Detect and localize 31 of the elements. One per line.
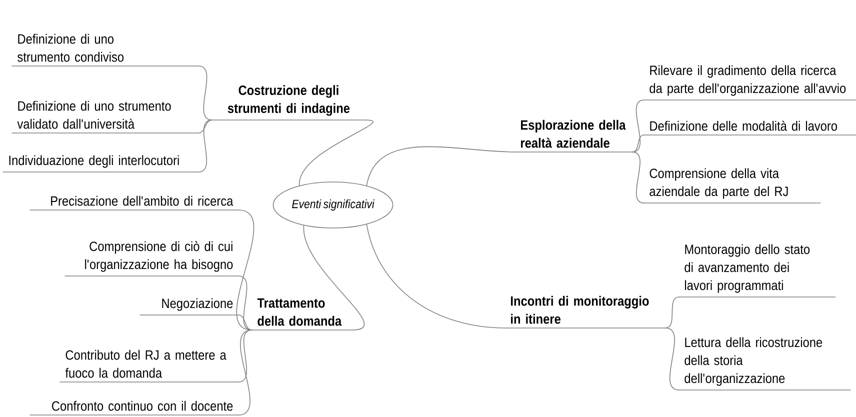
subtopic-text: Contributo del RJ a mettere a fuoco la domanda bbox=[60, 350, 239, 382]
connector-line bbox=[238, 276, 252, 330]
subtopic-text: Definizione delle modalità di lavoro bbox=[644, 120, 856, 136]
branch-topic: Esplorazione della realtà aziendale bbox=[514, 120, 633, 152]
branch-topic: Costruzione degli strumenti di indagine bbox=[212, 85, 366, 120]
subtopic-text: Comprensione della vita aziendale da parte del RJ bbox=[644, 168, 821, 204]
subtopic-text: Precisazione dell'ambito di ricerca bbox=[30, 196, 239, 210]
connector-line bbox=[198, 120, 212, 134]
connector-line bbox=[665, 296, 680, 328]
subtopic-text: Lettura della ricostruzione della storia dell'organizzazione bbox=[678, 337, 851, 390]
connector-line bbox=[238, 314, 252, 330]
branch-topic: Incontri di monitoraggio in itinere bbox=[504, 296, 666, 328]
subtopic-text: Montoraggio dello stato di avanzamento dei lavori programmati bbox=[678, 244, 836, 298]
subtopic-text: Comprensione di ciò di cui l'organizzazione ha bisogno bbox=[64, 241, 239, 276]
connector-line bbox=[632, 134, 644, 152]
connector-line bbox=[238, 330, 252, 382]
subtopic-text: Individuazione degli interlocutori bbox=[2, 155, 199, 172]
connector-line bbox=[198, 66, 212, 120]
subtopic-text: Negoziazione bbox=[140, 298, 239, 316]
connector-line bbox=[366, 224, 506, 328]
connector-line bbox=[632, 100, 644, 152]
subtopic-text: Confronto continuo con il docente bbox=[30, 400, 239, 416]
connector-line bbox=[238, 330, 252, 416]
subtopic-text: Definizione di uno strumento condiviso bbox=[12, 34, 199, 66]
connector-line bbox=[303, 225, 365, 330]
subtopic-text: Definizione di uno strumento validato dall'università bbox=[12, 100, 199, 134]
subtopic-text: Rilevare il gradimento della ricerca da parte dell'organizzazione all'avvio bbox=[644, 65, 856, 100]
connector-line bbox=[298, 120, 374, 186]
connector-line bbox=[236, 210, 254, 330]
connector-line bbox=[366, 146, 516, 186]
branch-topic: Trattamento della domanda bbox=[252, 298, 353, 330]
